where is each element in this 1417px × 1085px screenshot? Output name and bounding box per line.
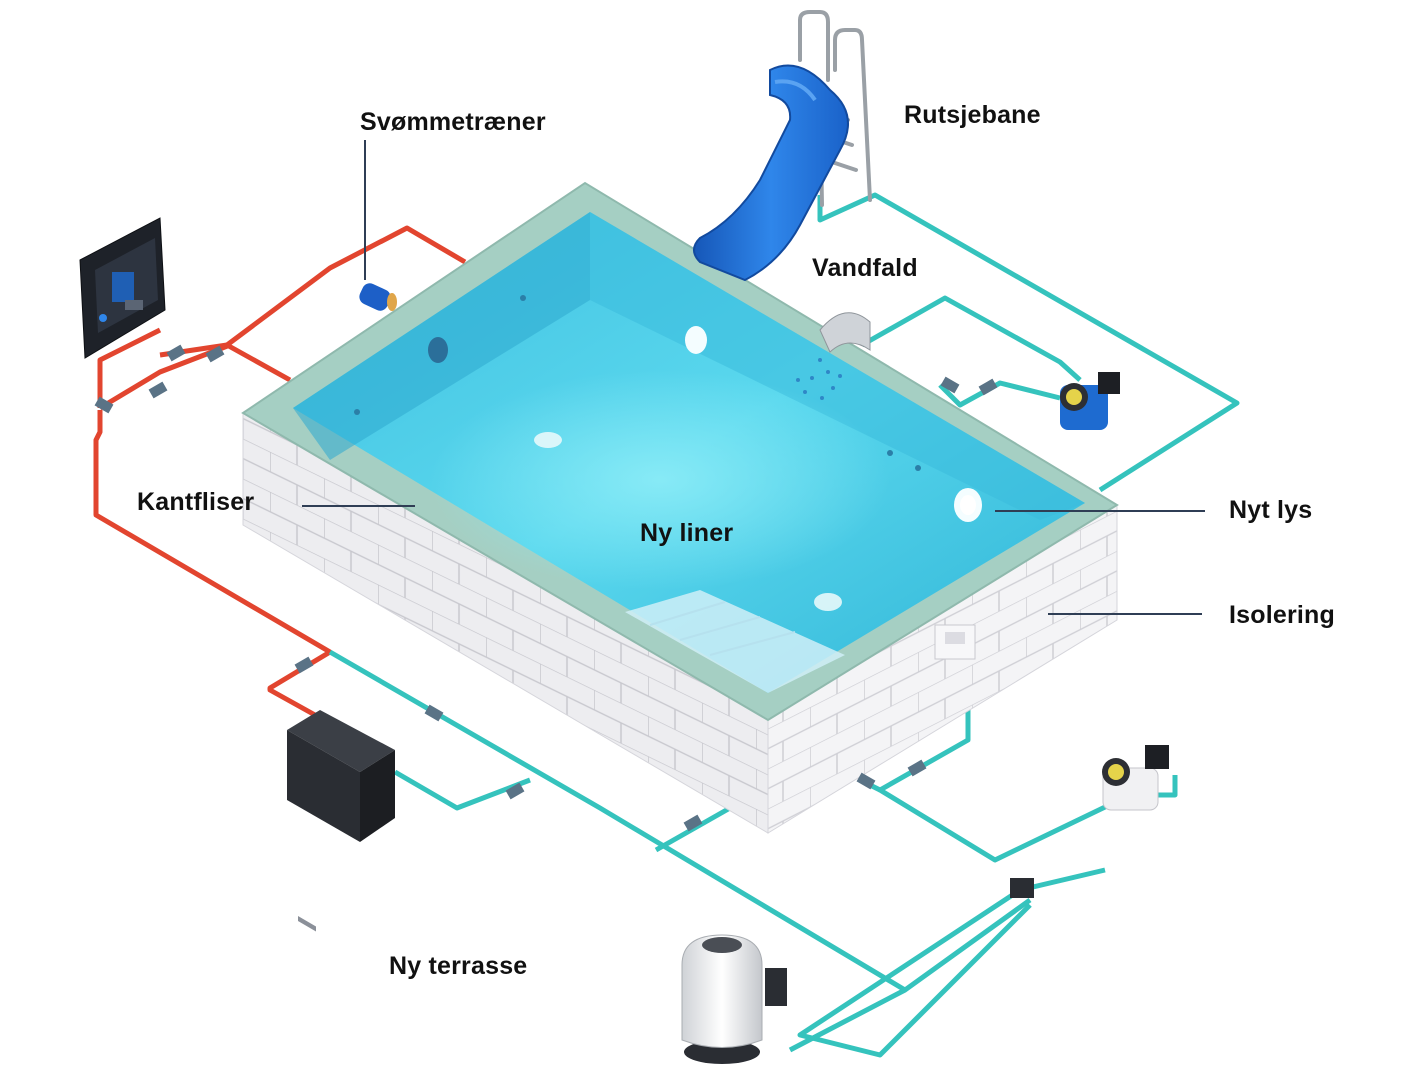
- label-svommetraener: Svømmetræner: [360, 108, 546, 136]
- label-rutsjebane: Rutsjebane: [904, 101, 1041, 129]
- label-ny-terrasse: Ny terrasse: [389, 952, 528, 980]
- pump-icon: [1060, 372, 1120, 430]
- label-isolering: Isolering: [1229, 601, 1335, 629]
- label-ny-liner: Ny liner: [640, 519, 734, 547]
- pool-light-icon: [685, 326, 982, 522]
- skimmer-icon: [934, 624, 976, 660]
- pool-structure: [241, 181, 1119, 834]
- sand-filter-icon: [681, 934, 787, 1064]
- label-nyt-lys: Nyt lys: [1229, 496, 1313, 524]
- leader-lines: [302, 140, 1205, 615]
- control-panel-icon: [79, 217, 166, 359]
- waterfall-icon: [796, 312, 871, 400]
- label-vandfald: Vandfald: [812, 254, 918, 282]
- pump-icon-secondary: [1102, 745, 1169, 811]
- swim-jet-icon: [359, 283, 397, 311]
- valve-icon: [94, 344, 1034, 898]
- slide-icon: [693, 64, 849, 282]
- label-kantfliser: Kantfliser: [137, 488, 255, 516]
- heat-pump-icon: [287, 710, 395, 932]
